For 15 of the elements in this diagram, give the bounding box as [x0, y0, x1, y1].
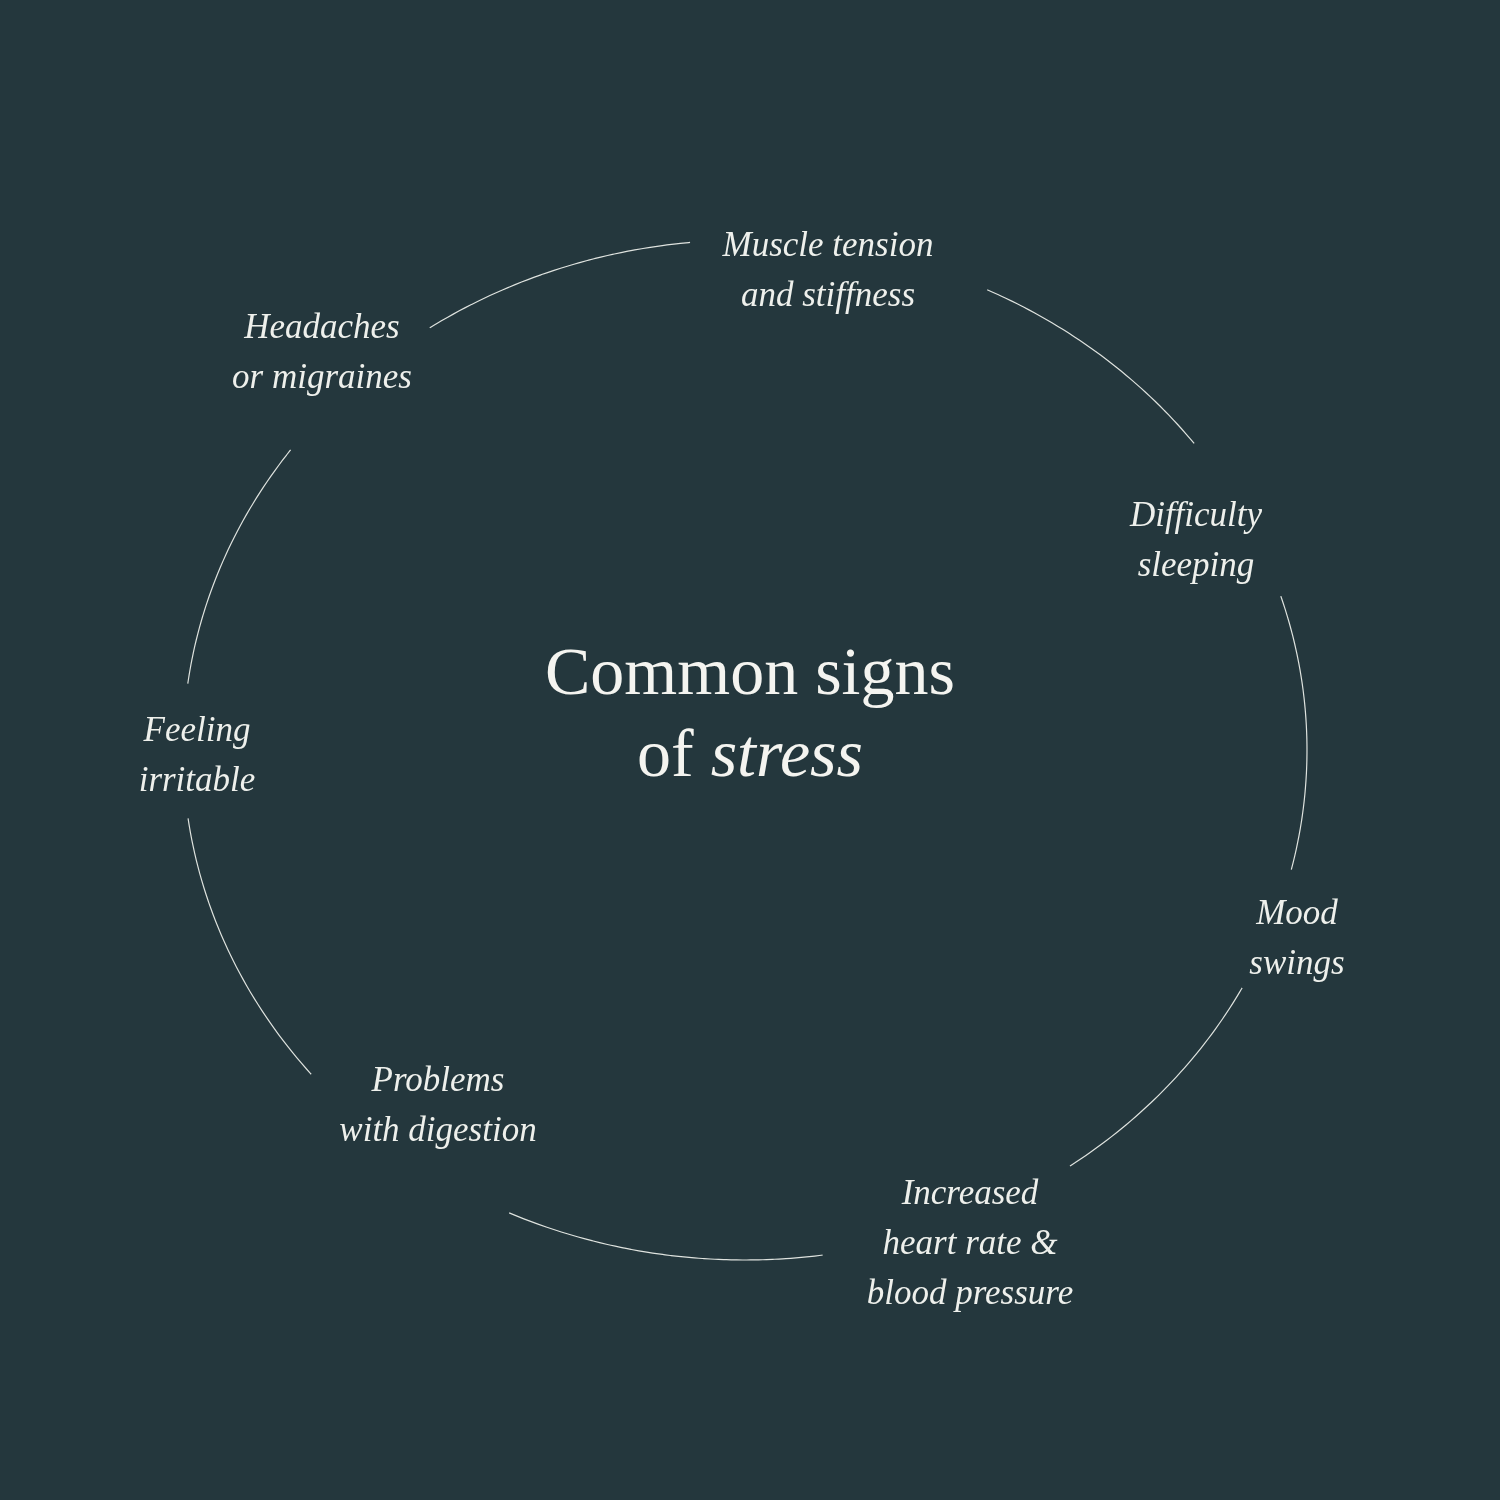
connector-line [986, 289, 1195, 445]
symptom-label: Headaches or migraines [231, 306, 413, 398]
symptom-label: Difficulty sleeping [1128, 494, 1264, 586]
connector-line [187, 449, 292, 685]
connector-line [187, 817, 312, 1075]
symptom-label: Feeling irritable [137, 709, 257, 801]
title: Common signs of stress [544, 632, 956, 793]
symptom-label: Problems with digestion [338, 1059, 538, 1151]
symptom-label: Increased heart rate & blood pressure [865, 1172, 1075, 1314]
connector-line [1069, 987, 1243, 1167]
connector-line [1280, 595, 1308, 871]
symptom-label: Mood swings [1248, 892, 1346, 984]
symptom-label: Muscle tension and stiffness [721, 224, 935, 316]
connector-line [429, 241, 691, 329]
connector-line [508, 1212, 824, 1261]
